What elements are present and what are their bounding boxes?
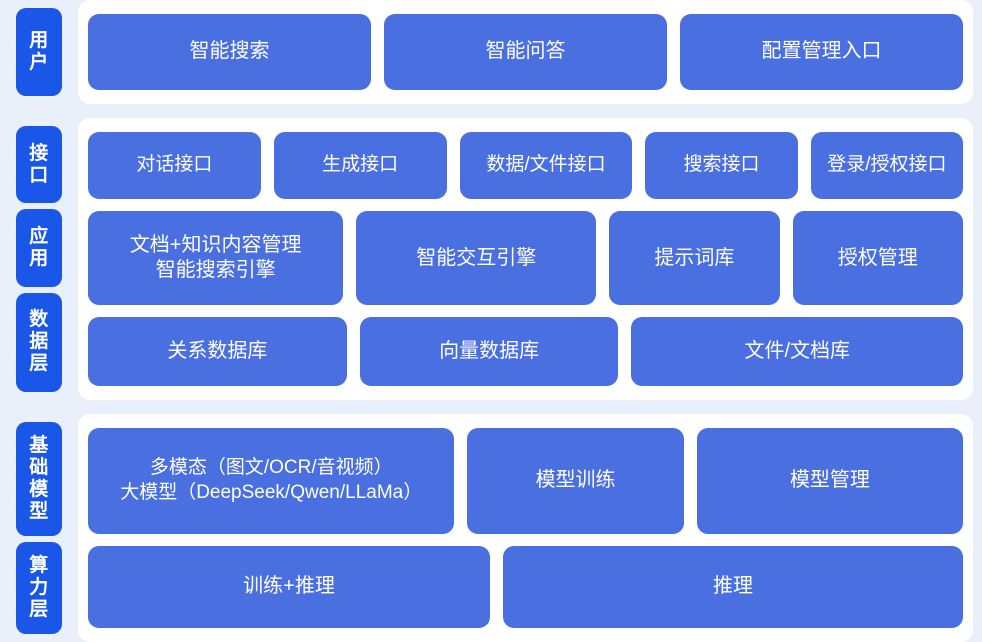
box-data-file-api[interactable]: 数据/文件接口 — [459, 132, 633, 200]
row-user-entries: 智能搜索 智能问答 配置管理入口 — [88, 14, 963, 90]
row-applications: 文档+知识内容管理 智能搜索引擎 智能交互引擎 提示词库 授权管理 — [88, 211, 963, 306]
box-vector-db[interactable]: 向量数据库 — [359, 317, 619, 386]
box-model-training[interactable]: 模型训练 — [467, 428, 684, 534]
box-multimodal-llm[interactable]: 多模态（图文/OCR/音视频） 大模型（DeepSeek/Qwen/LLaMa） — [88, 428, 455, 534]
box-auth-management[interactable]: 授权管理 — [792, 211, 963, 306]
band-platform: 接口 应用 数据层 对话接口 生成接口 数据/文件接口 搜索接口 登录/授权接口… — [0, 118, 982, 400]
box-doc-knowledge-mgmt[interactable]: 文档+知识内容管理 智能搜索引擎 — [88, 211, 344, 306]
box-auth-api[interactable]: 登录/授权接口 — [810, 132, 963, 200]
box-search-api[interactable]: 搜索接口 — [645, 132, 798, 200]
row-compute: 训练+推理 推理 — [88, 545, 963, 628]
box-inference[interactable]: 推理 — [503, 545, 963, 628]
rail-chip-user: 用户 — [16, 8, 62, 96]
rail-label: 应用 — [29, 225, 49, 269]
box-prompt-library[interactable]: 提示词库 — [609, 211, 780, 306]
box-smart-search[interactable]: 智能搜索 — [88, 14, 371, 90]
box-config-entry[interactable]: 配置管理入口 — [680, 14, 963, 90]
box-smart-qa[interactable]: 智能问答 — [384, 14, 667, 90]
row-models: 多模态（图文/OCR/音视频） 大模型（DeepSeek/Qwen/LLaMa）… — [88, 428, 963, 534]
rail-platform: 接口 应用 数据层 — [0, 118, 78, 400]
panel-users: 智能搜索 智能问答 配置管理入口 — [78, 0, 973, 104]
rail-chip-interface: 接口 — [16, 126, 62, 204]
band-users: 用户 智能搜索 智能问答 配置管理入口 — [0, 0, 982, 104]
band-infra: 基础模型 算力层 多模态（图文/OCR/音视频） 大模型（DeepSeek/Qw… — [0, 414, 982, 642]
rail-chip-foundation-model: 基础模型 — [16, 422, 62, 537]
rail-label: 数据层 — [29, 309, 49, 375]
panel-platform: 对话接口 生成接口 数据/文件接口 搜索接口 登录/授权接口 文档+知识内容管理… — [78, 118, 973, 400]
row-interfaces: 对话接口 生成接口 数据/文件接口 搜索接口 登录/授权接口 — [88, 132, 963, 200]
box-train-inference[interactable]: 训练+推理 — [88, 545, 491, 628]
rail-label: 基础模型 — [29, 434, 49, 523]
rail-chip-compute-layer: 算力层 — [16, 542, 62, 634]
rail-label: 接口 — [29, 142, 49, 186]
rail-label: 用户 — [29, 29, 49, 73]
box-model-management[interactable]: 模型管理 — [696, 428, 963, 534]
panel-infra: 多模态（图文/OCR/音视频） 大模型（DeepSeek/Qwen/LLaMa）… — [78, 414, 973, 642]
rail-users: 用户 — [0, 0, 78, 104]
box-relational-db[interactable]: 关系数据库 — [88, 317, 347, 386]
box-dialog-api[interactable]: 对话接口 — [88, 132, 261, 200]
row-data-stores: 关系数据库 向量数据库 文件/文档库 — [88, 317, 964, 386]
rail-chip-data-layer: 数据层 — [16, 292, 62, 393]
box-file-doc-store[interactable]: 文件/文档库 — [631, 317, 964, 386]
rail-infra: 基础模型 算力层 — [0, 414, 78, 642]
rail-chip-application: 应用 — [16, 209, 62, 287]
rail-label: 算力层 — [29, 554, 49, 621]
box-generate-api[interactable]: 生成接口 — [273, 132, 447, 200]
box-interaction-engine[interactable]: 智能交互引擎 — [356, 211, 597, 306]
